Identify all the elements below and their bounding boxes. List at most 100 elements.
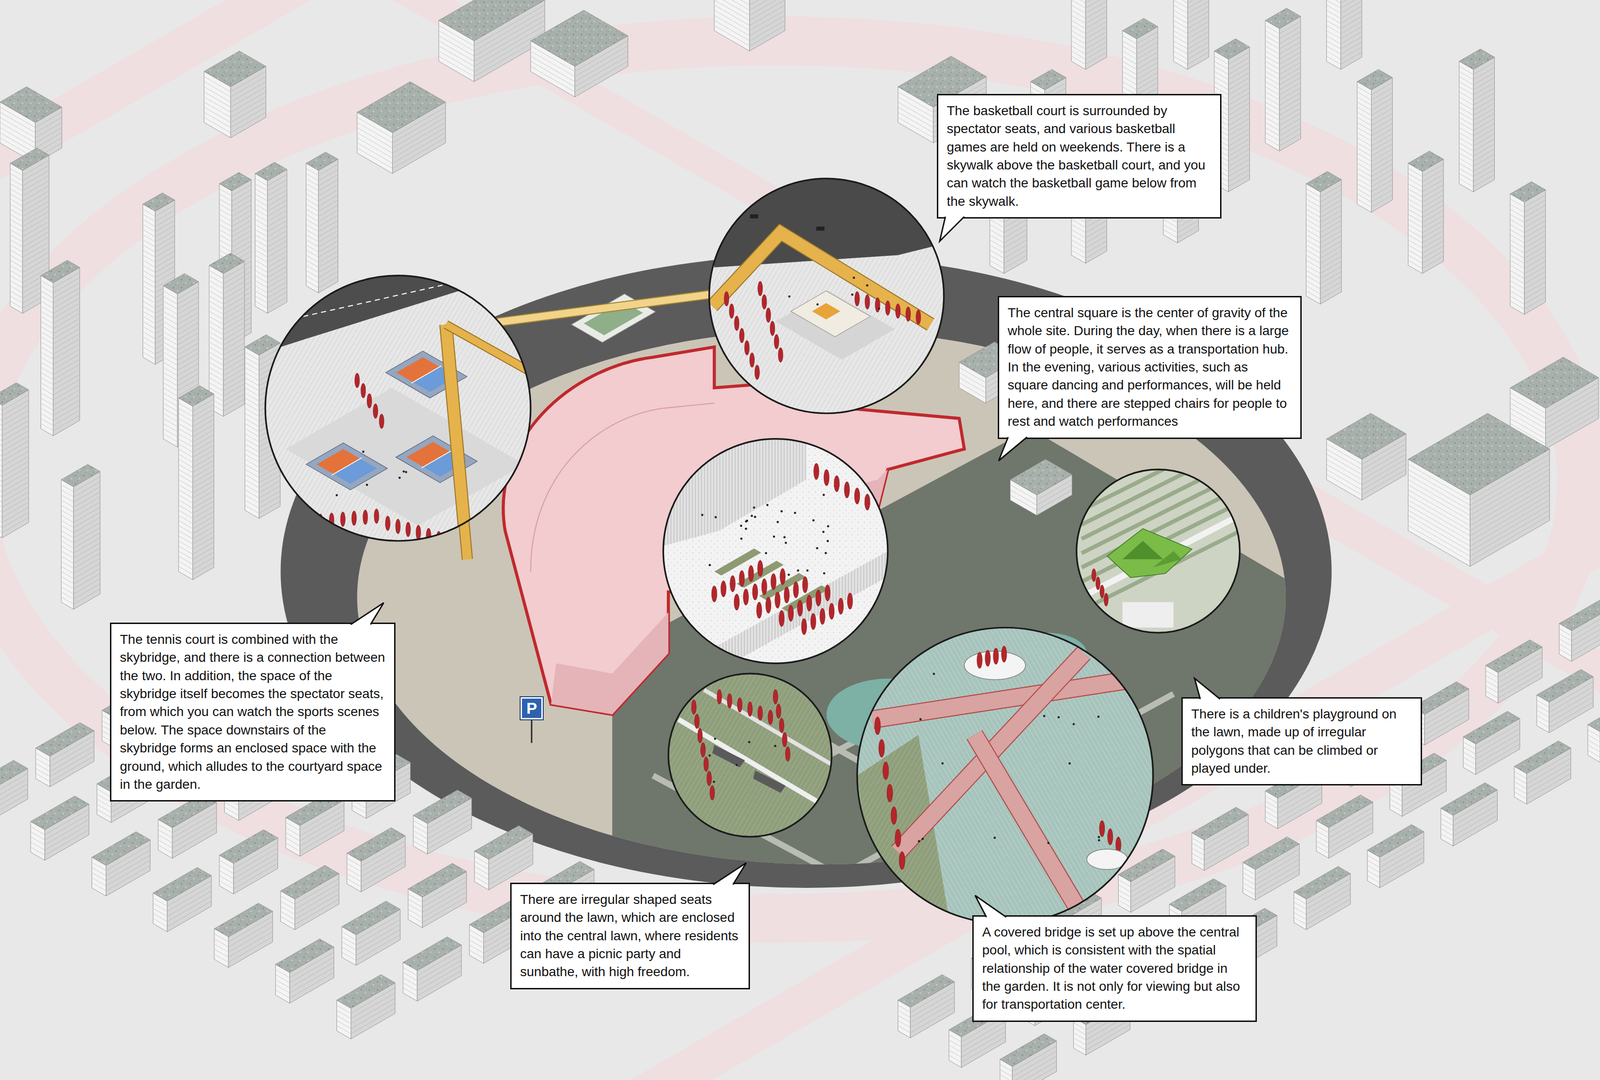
floor-line [1305, 285, 1321, 294]
floor-line [223, 337, 245, 351]
floor-line [178, 535, 193, 544]
building [209, 252, 245, 417]
building-roof [1510, 357, 1599, 409]
floor-line [244, 448, 260, 457]
floor-line [1524, 205, 1546, 218]
floor-line [1510, 219, 1525, 228]
floor-line [1305, 214, 1321, 223]
floor-line [223, 307, 245, 320]
floor-line [267, 225, 287, 237]
floor-line [1470, 499, 1550, 546]
floor-line [223, 291, 245, 304]
floor-line [158, 829, 173, 838]
floor-line [30, 846, 45, 855]
floor-line [392, 127, 446, 159]
floor-line [1279, 42, 1301, 55]
building-wall [1371, 77, 1393, 212]
floor-line [1524, 245, 1546, 259]
floor-line [530, 66, 575, 93]
building-roof [1408, 151, 1444, 172]
building-wall [749, 0, 785, 51]
floor-line [318, 210, 338, 222]
floor-line [1371, 174, 1393, 187]
floor-line [178, 433, 193, 442]
building [1356, 69, 1393, 213]
floor-line [1408, 515, 1471, 552]
building [357, 81, 446, 174]
building-wall [318, 159, 338, 293]
floor-line [1526, 773, 1572, 800]
floor-line [223, 327, 245, 340]
floor-line [1187, 46, 1209, 59]
building-wall [1085, 0, 1107, 70]
floor-line [1085, 16, 1107, 29]
floor-line [1473, 72, 1495, 85]
building-roof [1463, 711, 1520, 744]
floor-line [1163, 219, 1178, 228]
floor-line [1279, 57, 1301, 70]
floor-line [177, 332, 199, 346]
floor-line [163, 326, 178, 335]
floor-line [209, 321, 224, 330]
floor-line [1305, 219, 1321, 228]
floor-line [178, 428, 193, 437]
floor-line [1228, 72, 1250, 85]
floor-line [244, 367, 260, 376]
building-roof [40, 260, 80, 283]
floor-line [1320, 256, 1342, 269]
building-wall [223, 261, 245, 417]
floor-line [1320, 189, 1342, 203]
floor-line [231, 230, 252, 243]
floor-line [1371, 179, 1393, 193]
floor-line [1036, 489, 1073, 511]
floor-line [267, 291, 287, 304]
floor-line [244, 505, 260, 514]
floor-line [1305, 255, 1321, 264]
floor-line [163, 387, 178, 396]
floor-line [192, 439, 214, 453]
floor-line [155, 261, 175, 273]
floor-line [244, 428, 260, 437]
floor-line [1085, 235, 1107, 248]
floor-line [318, 261, 338, 273]
floor-line [223, 378, 245, 391]
building-wall [1473, 57, 1495, 192]
floor-line [1214, 81, 1229, 90]
floor-line [1356, 122, 1372, 131]
floor-line [267, 200, 287, 212]
floor-line [30, 842, 45, 851]
building [530, 10, 628, 98]
floor-line [1422, 245, 1444, 259]
floor-line [1356, 183, 1372, 192]
floor-line [1071, 229, 1086, 238]
floor-line [285, 827, 300, 836]
floor-line [1173, 5, 1188, 14]
floor-line [1173, 35, 1188, 44]
floor-line [155, 215, 175, 227]
floor-line [318, 266, 338, 278]
building-wall [1510, 193, 1525, 315]
floor-line [1356, 158, 1372, 167]
floor-line [1356, 147, 1372, 156]
floor-line [223, 388, 245, 402]
floor-line [438, 40, 475, 61]
floor-line [223, 317, 245, 330]
building-roof [0, 382, 29, 406]
floor-line [1510, 255, 1525, 264]
floor-line [1173, 56, 1188, 65]
floor-line [244, 357, 260, 366]
floor-line [438, 45, 475, 67]
floor-line [1422, 194, 1444, 208]
floor-line [1524, 271, 1546, 284]
building [1514, 741, 1571, 805]
floor-line [1136, 46, 1158, 59]
floor-line [1524, 230, 1546, 244]
floor-line [192, 531, 214, 544]
building [1408, 413, 1550, 567]
building-roof [1440, 782, 1498, 816]
floor-line [192, 505, 214, 519]
floor-line [1071, 219, 1086, 228]
floor-line [1071, 50, 1086, 59]
building-wall [0, 397, 3, 538]
